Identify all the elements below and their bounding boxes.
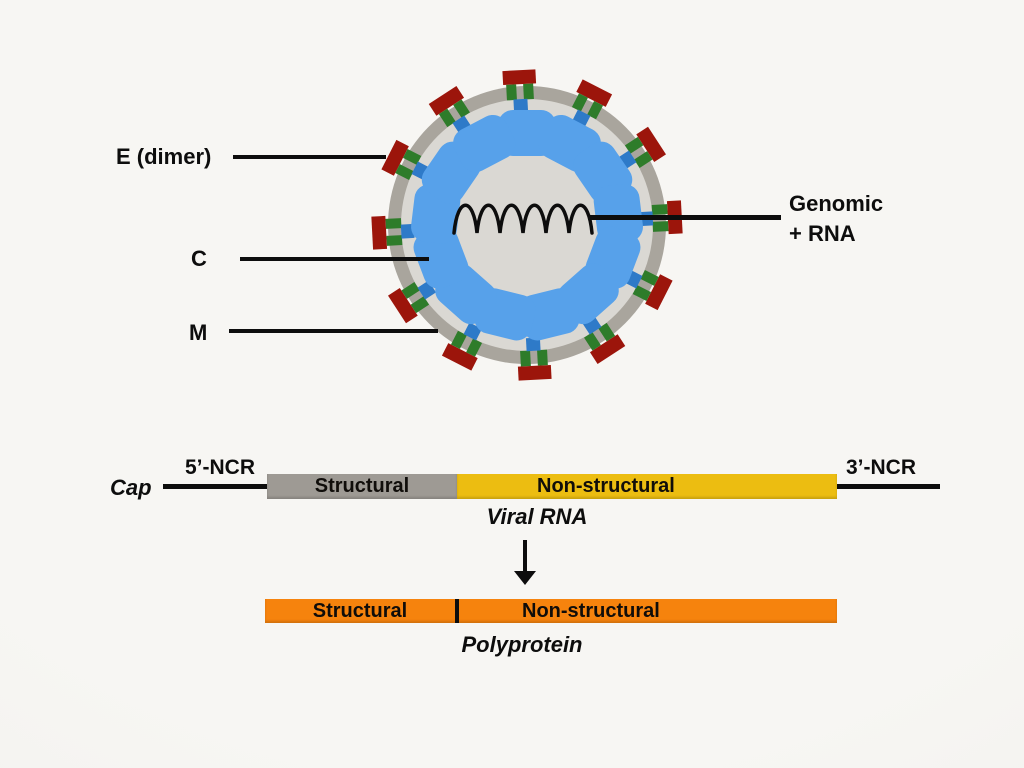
spike-e-cap (517, 364, 552, 381)
spike-e-cap (381, 139, 409, 176)
ncr5-line (163, 484, 267, 489)
spike-e-stem (634, 151, 653, 168)
genomic-rna-squiggle (452, 203, 594, 235)
label-3ncr: 3’-NCR (845, 456, 916, 479)
m-protein-square (525, 337, 541, 352)
capsid-protein-blob (518, 288, 580, 341)
label-membrane: M (189, 320, 208, 345)
spike-e-stem (438, 108, 456, 128)
spike-e-stem (584, 332, 601, 351)
spike-e-stem (640, 269, 659, 286)
spike-e-stem (520, 350, 531, 367)
spike-e-stem (450, 330, 467, 350)
m-protein-square (513, 98, 529, 113)
polyprotein-bar: Structural Non-structural (265, 599, 837, 623)
polyprotein-cleavage-divider (455, 599, 459, 623)
rna-structural-segment: Structural (267, 474, 457, 499)
spike-e-stem (402, 148, 422, 165)
spike-e-stem (632, 285, 652, 302)
e-protein-spike (371, 215, 415, 250)
rna-nonstructural-segment: Non-structural (457, 474, 837, 499)
label-capsid: C (191, 246, 207, 271)
e-protein-spike (502, 69, 537, 113)
genomic-rna-pointer-line (588, 215, 781, 220)
e-protein-spike (381, 139, 430, 181)
spike-e-cap (388, 287, 418, 324)
spike-e-cap (645, 274, 673, 311)
spike-e-stem (386, 235, 403, 246)
e-protein-spike (582, 315, 626, 364)
capsid-protein-blob (453, 114, 516, 173)
spike-e-stem (587, 100, 604, 120)
spike-e-stem (466, 338, 483, 357)
spike-e-stem (401, 282, 420, 299)
membrane-pointer-line (229, 329, 438, 333)
label-genomic: Genomic (789, 191, 884, 216)
rna-nonstructural-label: Non-structural (537, 475, 675, 497)
label-5ncr: 5’-NCR (184, 456, 255, 479)
spike-e-cap (636, 126, 666, 163)
polyprotein-nonstructural-label: Non-structural (522, 600, 660, 622)
spike-e-stem (624, 136, 644, 154)
label-cap: Cap (110, 475, 152, 500)
spike-e-stem (652, 221, 669, 232)
spike-e-cap (371, 215, 388, 250)
spike-e-cap (428, 86, 465, 116)
label-e-dimer: E (dimer) (116, 144, 212, 169)
spike-e-stem (598, 322, 616, 342)
ncr3-line (837, 484, 940, 489)
translation-arrow-head (514, 571, 536, 585)
spike-e-stem (523, 83, 534, 100)
e-dimer-pointer-line (233, 155, 386, 159)
spike-e-cap (441, 343, 478, 371)
label-plus-rna: + RNA (789, 221, 856, 246)
label-polyprotein: Polyprotein (461, 632, 583, 657)
label-viral-rna: Viral RNA (486, 504, 588, 529)
translation-arrow-shaft (523, 540, 527, 573)
spike-e-stem (506, 84, 517, 101)
spike-e-cap (589, 334, 626, 364)
spike-e-stem (537, 349, 548, 366)
e-protein-spike (571, 79, 613, 128)
spike-e-stem (385, 218, 402, 229)
polyprotein-structural-label: Structural (312, 600, 408, 622)
spike-e-cap (502, 69, 537, 86)
e-protein-spike (428, 86, 472, 135)
spike-e-stem (651, 204, 668, 215)
spike-e-stem (410, 296, 430, 314)
spike-e-stem (395, 164, 414, 181)
capsid-pointer-line (240, 257, 429, 261)
spike-e-stem (453, 99, 470, 118)
rna-structural-label: Structural (314, 475, 410, 497)
spike-e-cap (576, 79, 613, 107)
e-protein-spike (517, 337, 552, 381)
capsid-protein-blob (413, 226, 469, 289)
spike-e-stem (571, 93, 588, 112)
